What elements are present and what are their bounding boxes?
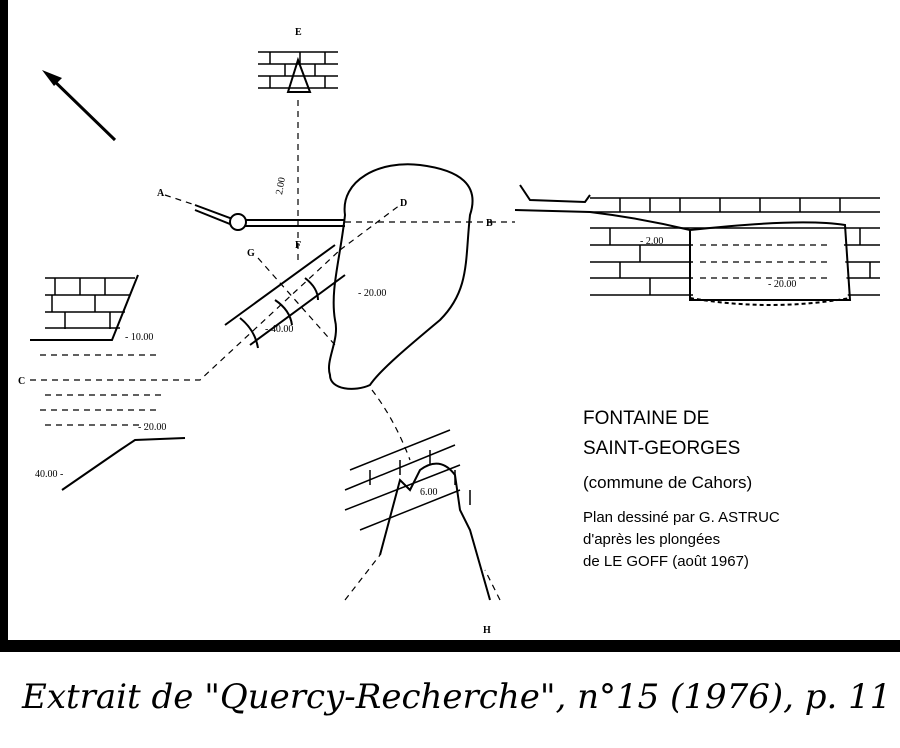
frame <box>0 0 900 652</box>
depth-plan-gallery: - 40.00 <box>265 324 293 335</box>
handwritten-source-note: Extrait de "Quercy-Recherche", n°15 (197… <box>21 677 891 717</box>
caption-title-line2: SAINT-GEORGES <box>583 438 740 459</box>
label-g: G <box>247 248 255 259</box>
section-e-wall: E <box>258 27 338 93</box>
pool-plan: A B D F G 2.00 - 20.00 - 40.00 <box>30 163 493 390</box>
label-h: H <box>483 625 491 636</box>
label-a: A <box>157 188 165 199</box>
label-b: B <box>486 218 493 229</box>
caption-title-line1: FONTAINE DE <box>583 408 709 429</box>
label-d: D <box>400 198 407 209</box>
depth-section-b-20: - 20.00 <box>768 279 796 290</box>
depth-plan-af: 2.00 <box>274 176 288 195</box>
caption-credit-line1: Plan dessiné par G. ASTRUC <box>583 509 780 526</box>
section-b: - 2.00 - 20.00 <box>490 184 880 306</box>
caption-block: FONTAINE DE SAINT-GEORGES (commune de Ca… <box>583 408 780 570</box>
label-f: F <box>295 240 301 251</box>
depth-section-c-20: - 20.00 <box>138 422 166 433</box>
caption-credit-line2: d'après les plongées <box>583 531 720 548</box>
caption-credit-line3: de LE GOFF (août 1967) <box>583 553 749 570</box>
depth-section-h-6: 6.00 <box>420 487 438 498</box>
section-c: C - 10.00 - 20.00 40.00 - <box>18 274 186 491</box>
depth-section-c-40: 40.00 - <box>35 469 63 480</box>
depth-section-b-2: - 2.00 <box>640 236 663 247</box>
north-arrow-icon <box>42 70 117 142</box>
section-h: H 6.00 <box>344 389 501 636</box>
label-c: C <box>18 376 25 387</box>
depth-plan-pool: - 20.00 <box>358 288 386 299</box>
depth-section-c-10: - 10.00 <box>125 332 153 343</box>
caption-commune: (commune de Cahors) <box>583 473 752 492</box>
label-e: E <box>295 27 302 38</box>
